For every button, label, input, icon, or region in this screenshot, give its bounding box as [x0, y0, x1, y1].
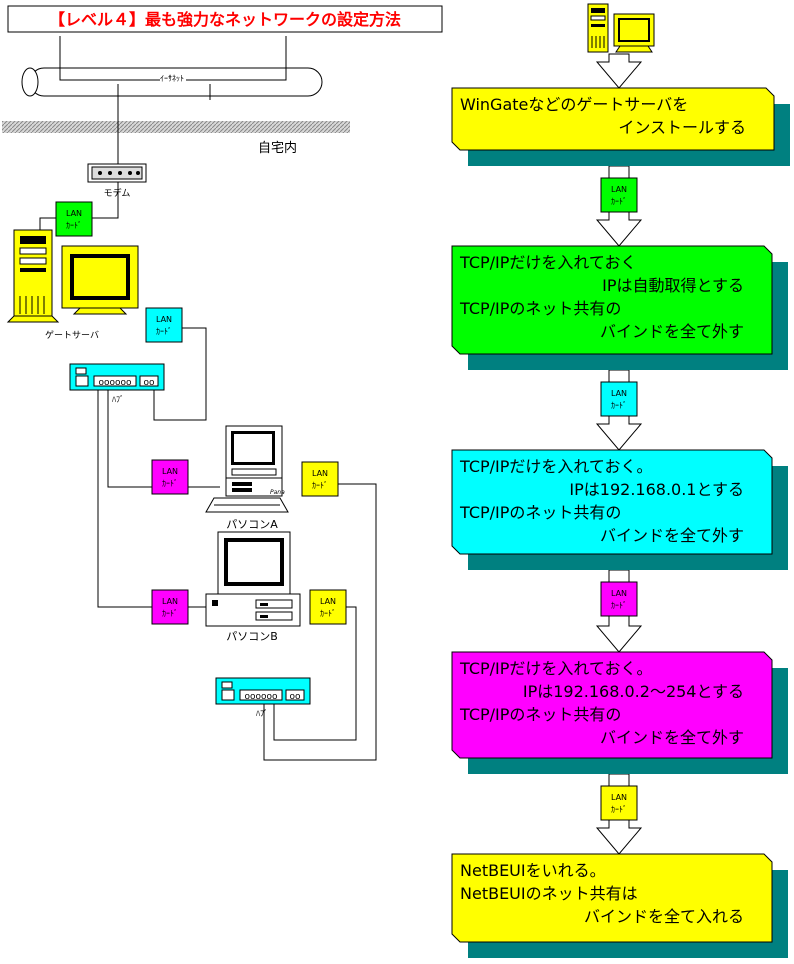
gateway-wire: [39, 217, 56, 232]
pc-a: Pana: [205, 425, 289, 513]
step-box: TCP/IPだけを入れておく。 IPは192.168.0.2～254とする TCP/…: [451, 651, 788, 774]
hub-1: oooooo oo: [69, 363, 165, 391]
hub-2-label: ﾊﾌﾞ: [256, 709, 268, 718]
pc-b: [205, 531, 301, 627]
monitor-brand-label: Pana: [270, 489, 285, 496]
hub-2: oooooo oo: [215, 677, 311, 705]
step-text: IPは192.168.0.2～254とする: [523, 682, 744, 701]
internet-link: [59, 36, 160, 81]
lan-card-yellow: LAN ｶｰﾄﾞ: [309, 589, 347, 625]
lan-card-label: ｶｰﾄﾞ: [162, 609, 178, 618]
lan-card-label: ｶｰﾄﾞ: [611, 401, 627, 410]
page-title: 【レベル４】最も強力なネットワークの設定方法: [49, 10, 401, 29]
lan-card-label: ｶｰﾄﾞ: [162, 479, 178, 488]
pc-a-label: パソコンA: [226, 518, 278, 531]
step-text: TCP/IPのネット共有の: [459, 705, 621, 724]
lan-card-yellow: LAN ｶｰﾄﾞ: [600, 785, 638, 821]
svg-text:oooooo: oooooo: [98, 378, 132, 388]
lan-card-label: ｶｰﾄﾞ: [156, 327, 172, 336]
lan-card-label: LAN: [66, 209, 82, 218]
lan-card-label: LAN: [320, 597, 336, 606]
lan-card-label: ｶｰﾄﾞ: [611, 805, 627, 814]
step-box: TCP/IPだけを入れておく。 IPは192.168.0.1とする TCP/IPのネ…: [451, 449, 788, 570]
step-text: TCP/IPのネット共有の: [459, 503, 621, 522]
lan-card-label: LAN: [611, 185, 627, 194]
hub-1-label: ﾊﾌﾞ: [112, 395, 124, 404]
lan-card-label: ｶｰﾄﾞ: [312, 481, 328, 490]
lan-card-label: ｶｰﾄﾞ: [66, 221, 82, 230]
lan-card-cyan: LAN ｶｰﾄﾞ: [600, 381, 638, 417]
hub-pcb-wire: [97, 389, 152, 608]
pc-b-label: パソコンB: [226, 630, 278, 643]
title-box: 【レベル４】最も強力なネットワークの設定方法: [7, 5, 443, 33]
lan-card-label: LAN: [162, 467, 178, 476]
step-text: インストールする: [618, 118, 746, 137]
gateway-label: ゲートサーバ: [45, 329, 99, 341]
lan-card-label: LAN: [611, 793, 627, 802]
lan-card-label: LAN: [162, 597, 178, 606]
internet-link: [186, 36, 287, 81]
pcb-hub2-wire: [273, 606, 357, 741]
pc-icon: [587, 3, 655, 53]
lan-card-label: LAN: [611, 589, 627, 598]
home-boundary: [2, 121, 350, 133]
hub-pca-wire: [107, 389, 152, 488]
step-text: TCP/IPだけを入れておく。: [459, 659, 652, 678]
lan-card-label: LAN: [156, 315, 172, 324]
step-text: IPは自動取得とする: [602, 276, 744, 295]
ethernet-cable: ｲｰｻﾈｯﾄ: [21, 67, 323, 100]
step-text: TCP/IPだけを入れておく。: [459, 457, 652, 476]
lan-card-magenta: LAN ｶｰﾄﾞ: [151, 459, 189, 495]
lan-card-label: LAN: [312, 469, 328, 478]
modem-wire: [92, 182, 119, 219]
step-text: バインドを全て外す: [600, 728, 744, 747]
lan-card-magenta: LAN ｶｰﾄﾞ: [151, 589, 189, 625]
step-text: TCP/IPのネット共有の: [459, 299, 621, 318]
modem-label: モデム: [104, 187, 131, 199]
step-text: TCP/IPだけを入れておく: [459, 253, 636, 272]
flow-arrow: [595, 53, 643, 89]
lan-card-label: LAN: [611, 389, 627, 398]
gateway-hub-wire: [153, 327, 207, 421]
lan-card-label: ｶｰﾄﾞ: [611, 601, 627, 610]
step-text: IPは192.168.0.1とする: [569, 480, 744, 499]
gateway-server: [6, 229, 139, 323]
step-text: バインドを全て外す: [600, 322, 744, 341]
lan-card-green: LAN ｶｰﾄﾞ: [600, 177, 638, 213]
step-text: WinGateなどのゲートサーバを: [460, 95, 688, 114]
lan-card-green: LAN ｶｰﾄﾞ: [55, 201, 93, 237]
svg-text:oo: oo: [289, 692, 301, 702]
svg-text:oo: oo: [143, 378, 155, 388]
lan-card-magenta: LAN ｶｰﾄﾞ: [600, 581, 638, 617]
step-text: NetBEUIをいれる。: [460, 861, 606, 880]
modem: [87, 163, 147, 183]
step-text: バインドを全て外す: [600, 526, 744, 545]
step-text: バインドを全て入れる: [584, 907, 744, 926]
lan-card-label: ｶｰﾄﾞ: [611, 197, 627, 206]
pca-hub2-wire: [263, 483, 377, 761]
lan-card-cyan: LAN ｶｰﾄﾞ: [145, 307, 183, 343]
ethernet-label: ｲｰｻﾈｯﾄ: [160, 74, 184, 83]
lan-card-label: ｶｰﾄﾞ: [320, 609, 336, 618]
lan-card-yellow: LAN ｶｰﾄﾞ: [301, 461, 339, 497]
step-text: NetBEUIのネット共有は: [460, 884, 638, 903]
step-box: TCP/IPだけを入れておく IPは自動取得とする TCP/IPのネット共有のバイン…: [451, 245, 788, 370]
svg-text:oooooo: oooooo: [244, 692, 278, 702]
home-label: 自宅内: [258, 140, 297, 156]
